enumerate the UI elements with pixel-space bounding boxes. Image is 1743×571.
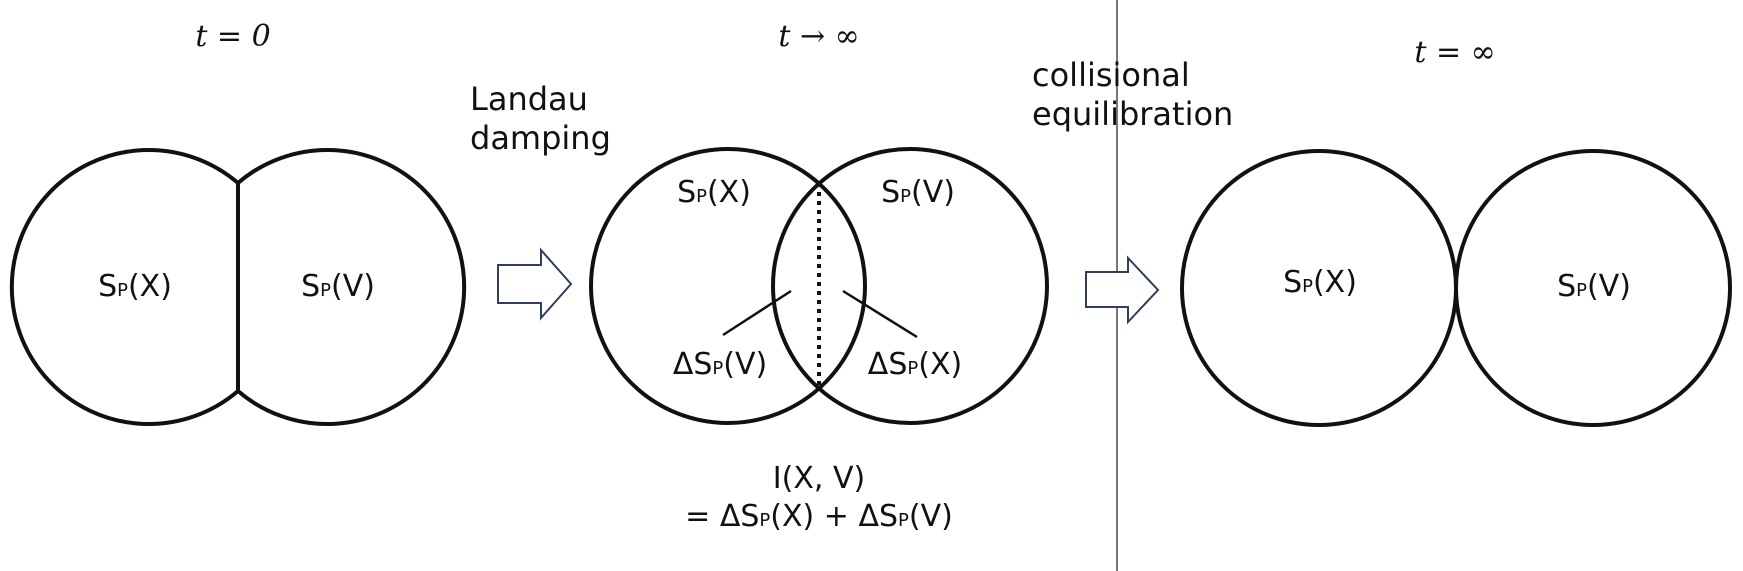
panel-equilibrium-shapes — [1180, 149, 1732, 427]
equation-line-1: I(X, V) — [772, 461, 866, 496]
pointer-line-delta-x — [842, 289, 918, 339]
entropy-label-velocity: SP(V) — [1557, 269, 1631, 304]
entropy-label-position: SP(X) — [1283, 265, 1357, 300]
transition-label-line: Landau — [470, 80, 588, 118]
right-arrow-icon — [1085, 255, 1160, 325]
transition-label-line: equilibration — [1032, 95, 1234, 134]
circle-velocity-entropy — [771, 147, 1049, 425]
entropy-change-label-velocity: ΔSP(V) — [672, 347, 768, 382]
transition-label-line: damping — [470, 119, 611, 158]
panel-overlap-shapes — [589, 147, 1049, 425]
right-arrow-icon — [497, 247, 573, 321]
circle-position-entropy — [9, 148, 240, 426]
circle-position-entropy — [589, 147, 867, 425]
transition-label-line: collisional — [1032, 56, 1190, 94]
transition-label: Landau damping — [470, 80, 611, 158]
panel-initial-shapes — [9, 148, 467, 426]
time-label: t = 0 — [195, 19, 271, 54]
entropy-change-label-position: ΔSP(X) — [867, 347, 963, 382]
entropy-label-velocity: SP(V) — [881, 175, 955, 210]
pointer-line-delta-v — [722, 289, 792, 337]
entropy-label-position: SP(X) — [98, 269, 172, 304]
transition-label: collisional equilibration — [1032, 56, 1233, 134]
time-label: t = ∞ — [1414, 35, 1496, 70]
circle-velocity-entropy — [1454, 149, 1732, 427]
circle-velocity-entropy — [236, 148, 467, 426]
equation-line-2: = ΔSP(X) + ΔSP(V) — [685, 499, 953, 535]
time-label: t → ∞ — [778, 19, 860, 54]
entropy-label-velocity: SP(V) — [301, 269, 375, 304]
entropy-label-position: SP(X) — [677, 175, 751, 210]
mutual-information-equation: I(X, V) = ΔSP(X) + ΔSP(V) — [685, 460, 953, 536]
